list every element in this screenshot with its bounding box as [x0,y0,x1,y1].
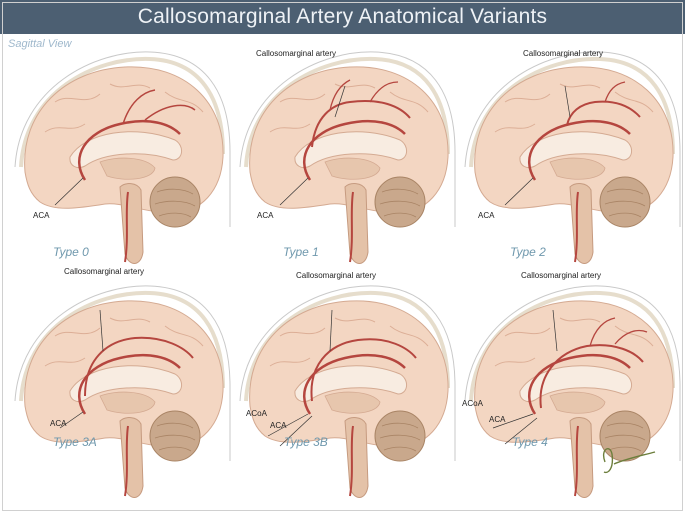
anatomy-illustration: ACA Type 0 Callosomarginal artery ACA Ty… [0,34,685,513]
panel-6-aca-label: ACA [489,415,506,424]
panel-type-3b [240,286,455,498]
panel-3-aca-label: ACA [478,211,495,220]
panel-type-3a [15,286,230,498]
panel-6-type-label: Type 4 [512,435,548,449]
figure-title: Callosomarginal Artery Anatomical Varian… [0,0,685,34]
panel-2-type-label: Type 1 [283,245,319,259]
panel-5-callosomarginal-label: Callosomarginal artery [296,271,376,280]
panel-3-type-label: Type 2 [510,245,546,259]
panel-5-acoa-label: ACoA [246,409,268,418]
panel-5-type-label: Type 3B [284,435,328,449]
panel-4-type-label: Type 3A [53,435,97,449]
panel-1-type-label: Type 0 [53,245,89,259]
panel-4-callosomarginal-label: Callosomarginal artery [64,267,144,276]
panel-3-callosomarginal-label: Callosomarginal artery [523,49,603,58]
panel-6-acoa-label: ACoA [462,399,484,408]
panel-1-aca-label: ACA [33,211,50,220]
panel-5-aca-label: ACA [270,421,287,430]
panel-type-2 [465,52,680,264]
panel-type-0 [15,52,230,264]
panel-type-1 [240,52,455,264]
panel-2-aca-label: ACA [257,211,274,220]
panel-6-callosomarginal-label: Callosomarginal artery [521,271,601,280]
panel-4-aca-label: ACA [50,419,67,428]
panel-2-callosomarginal-label: Callosomarginal artery [256,49,336,58]
panel-type-4 [465,286,680,498]
